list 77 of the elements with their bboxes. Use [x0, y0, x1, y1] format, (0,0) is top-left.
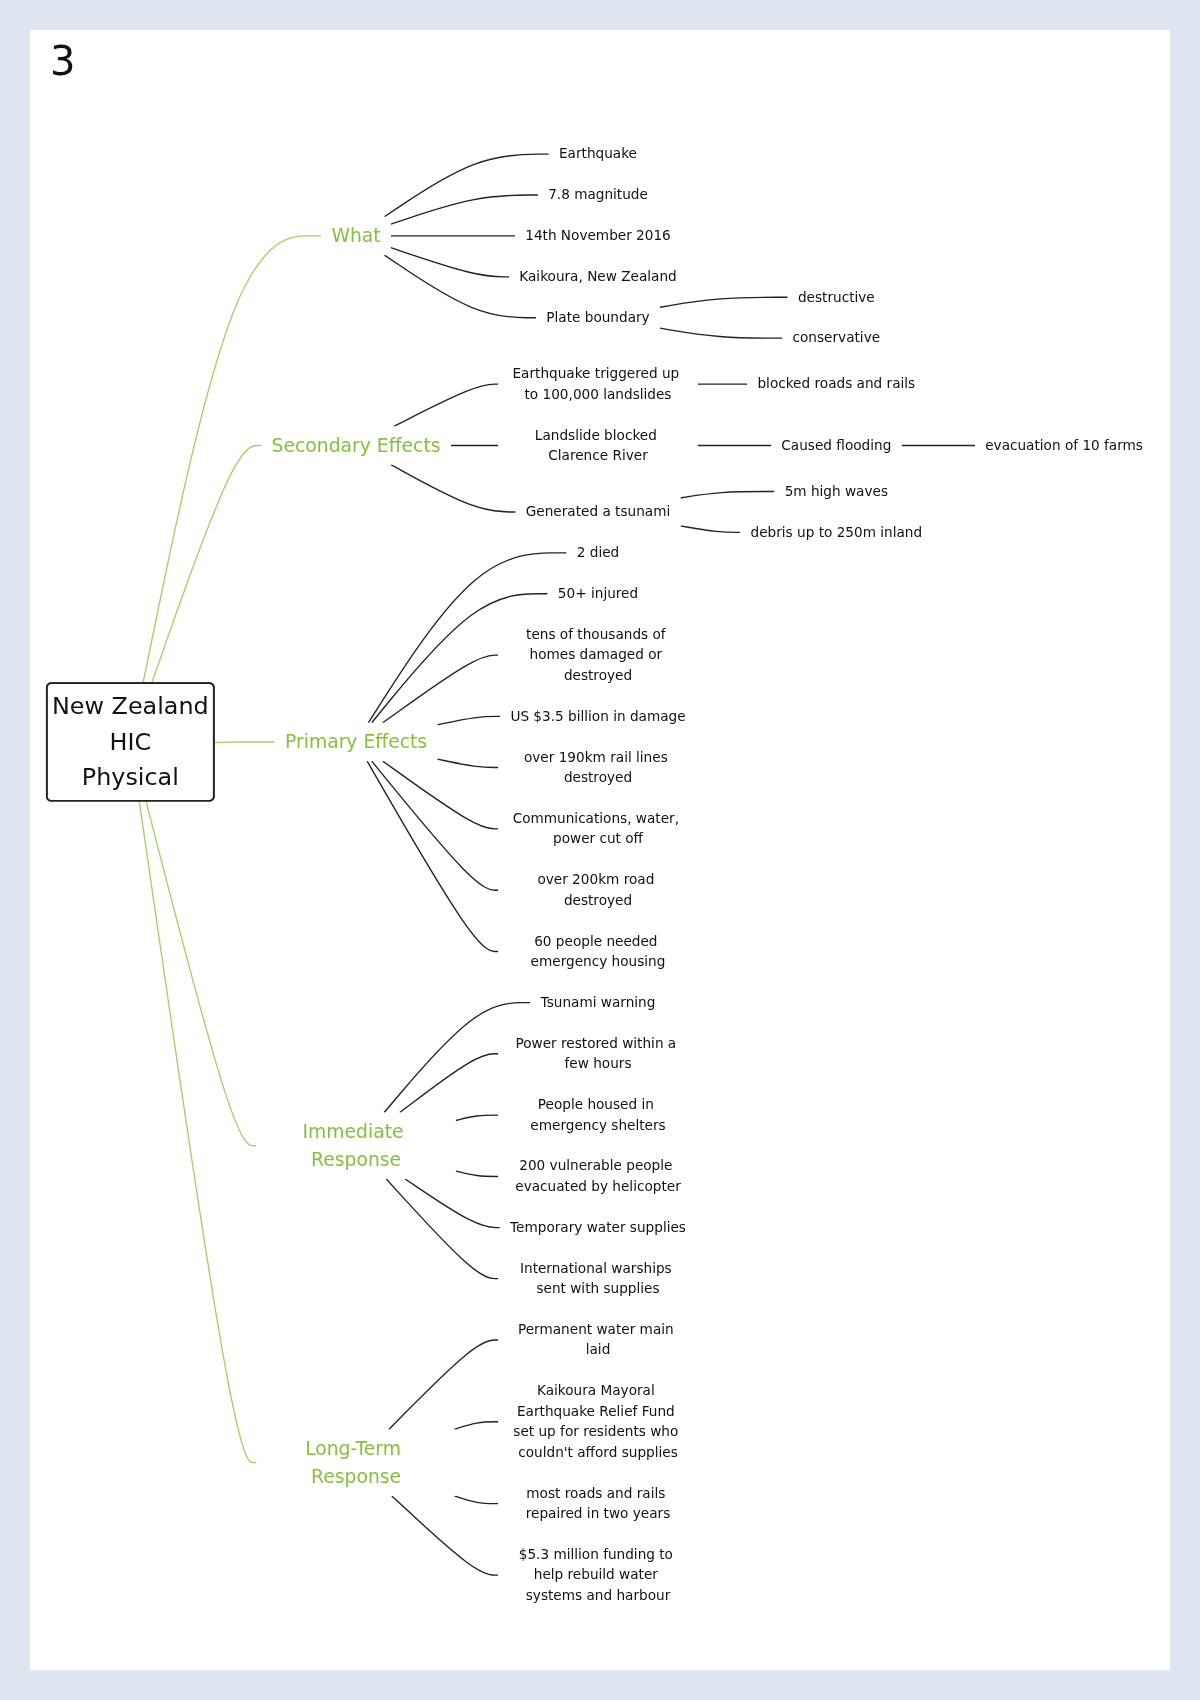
node-text: Plate boundary: [546, 309, 650, 326]
node-text: What: [331, 225, 381, 247]
node-text: Kaikoura Mayoral Earthquake Relief Fund set up for residents who couldn't afford supplies: [513, 1382, 679, 1461]
connector: [390, 194, 539, 225]
connector: [390, 464, 517, 513]
connector: [382, 654, 499, 724]
node-text: conservative: [792, 329, 881, 346]
connector: [900, 444, 976, 447]
node-text: destructive: [797, 288, 875, 306]
node-text: Immediate Response: [302, 1121, 404, 1171]
connector: [145, 800, 258, 1147]
node-text: Kaikoura, New Zealand: [519, 268, 677, 285]
connector: [450, 444, 499, 447]
connector: [383, 153, 550, 218]
connector: [679, 490, 776, 499]
connector: [436, 715, 501, 726]
connector: [383, 1002, 532, 1114]
connector: [382, 760, 499, 830]
node-text: over 190km rail lines destroyed: [523, 748, 668, 786]
connector: [697, 383, 748, 385]
node-text: blocked roads and rails: [757, 375, 916, 392]
connector: [404, 1178, 501, 1229]
connector: [371, 760, 499, 891]
connector: [453, 1421, 499, 1431]
node-text: 14th November 2016: [525, 227, 671, 244]
connector: [659, 296, 789, 309]
connector: [659, 327, 783, 339]
connector: [697, 444, 772, 447]
node-text: US $3.5 billion in damage: [510, 708, 686, 725]
connector: [390, 247, 510, 278]
node-text: Permanent water main laid: [517, 1321, 674, 1359]
connector: [391, 1495, 499, 1576]
node-text: most roads and rails repaired in two years: [525, 1484, 671, 1522]
connector: [383, 254, 537, 319]
node-text: over 200km road destroyed: [537, 871, 655, 909]
connector: [390, 235, 516, 237]
connector: [436, 758, 499, 769]
connector: [150, 444, 263, 685]
node-text: Landslide blocked Clarence River: [534, 426, 657, 464]
node-text: evacuation of 10 farms: [985, 437, 1143, 454]
connector: [366, 760, 499, 953]
node-text: People housed in emergency shelters: [530, 1096, 666, 1134]
connector: [371, 593, 549, 724]
connector: [138, 800, 258, 1464]
connector: [455, 1114, 499, 1122]
node-text: debris up to 250m inland: [750, 524, 923, 541]
connector: [388, 1339, 499, 1431]
node-text: Power restored within a few hours: [515, 1035, 677, 1072]
node-text: 50+ injured: [557, 585, 639, 602]
page-number: 3: [50, 38, 76, 84]
node-text: International warships sent with supplies: [519, 1260, 672, 1297]
node-text: 2 died: [576, 544, 620, 561]
connector: [385, 1178, 499, 1280]
node-text: Communications, water, power cut off: [512, 810, 680, 847]
node-text: Temporary water supplies: [510, 1219, 686, 1236]
node-text: 60 people needed emergency housing: [530, 932, 666, 970]
connector: [213, 741, 276, 744]
connector: [393, 383, 499, 428]
node-text: Earthquake triggered up to 100,000 landslides: [512, 365, 680, 403]
node-text: 7.8 magnitude: [548, 186, 648, 203]
node-text: Primary Effects: [285, 731, 428, 753]
node-text: $5.3 million funding to help rebuild water systems and harbour: [518, 1546, 673, 1604]
node-text: Earthquake: [559, 145, 637, 162]
connector: [399, 1053, 499, 1114]
node-text: Caused flooding: [781, 437, 892, 454]
node-text: Secondary Effects: [271, 434, 441, 457]
connector: [455, 1170, 499, 1178]
connector: [679, 525, 741, 534]
node-text: Tsunami warning: [540, 994, 656, 1011]
node-text: Long-Term Response: [305, 1438, 402, 1488]
node-text: 5m high waves: [784, 483, 889, 500]
node-text: Generated a tsunami: [525, 503, 671, 520]
node-text: tens of thousands of homes damaged or destroyed: [526, 626, 666, 684]
connector: [367, 552, 568, 724]
node-text: 200 vulnerable people evacuated by helicopter: [515, 1157, 681, 1195]
connector: [142, 235, 322, 685]
connector: [453, 1495, 499, 1505]
